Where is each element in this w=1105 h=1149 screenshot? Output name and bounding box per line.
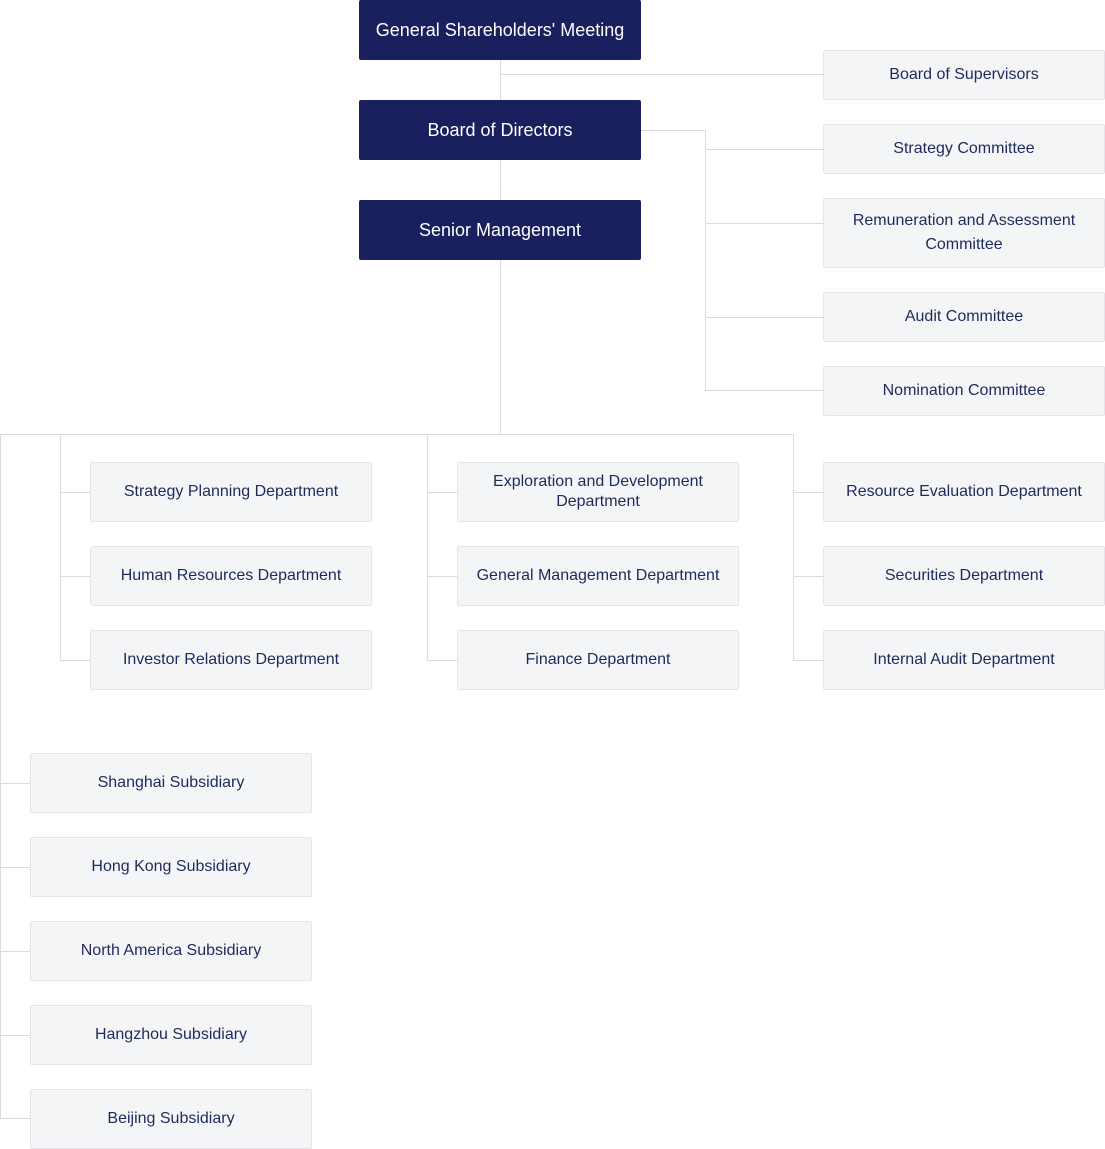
subsidiary-node-hong-kong: Hong Kong Subsidiary	[30, 837, 312, 897]
subsidiary-label: North America Subsidiary	[80, 942, 262, 959]
department-label: Investor Relations Department	[122, 651, 340, 668]
department-node-securities: Securities Department	[823, 546, 1105, 606]
department-node-investor-relations: Investor Relations Department	[90, 630, 372, 690]
department-node-internal-audit: Internal Audit Department	[823, 630, 1105, 690]
department-node-human-resources: Human Resources Department	[90, 546, 372, 606]
department-node-general-management: General Management Department	[457, 546, 739, 606]
senior-management-node: Senior Management	[359, 200, 641, 260]
subsidiary-node-shanghai: Shanghai Subsidiary	[30, 753, 312, 813]
department-label: Securities Department	[884, 567, 1044, 584]
department-node-finance: Finance Department	[457, 630, 739, 690]
shareholders-meeting-node: General Shareholders' Meeting	[359, 0, 641, 60]
department-label: General Management Department	[476, 567, 720, 584]
subsidiary-node-north-america: North America Subsidiary	[30, 921, 312, 981]
subsidiary-label: Hangzhou Subsidiary	[94, 1026, 248, 1043]
supervisors-node: Board of Supervisors	[823, 50, 1105, 100]
committee-node-remuneration: Remuneration and Assessment Committee	[823, 198, 1105, 268]
subsidiary-label: Shanghai Subsidiary	[97, 774, 245, 791]
committee-label: Nomination Committee	[882, 382, 1046, 399]
department-label: Internal Audit Department	[873, 651, 1055, 668]
department-label: Strategy Planning Department	[123, 483, 339, 500]
committee-node-strategy: Strategy Committee	[823, 124, 1105, 174]
senior-management-label: Senior Management	[418, 219, 582, 240]
department-node-strategy-planning: Strategy Planning Department	[90, 462, 372, 522]
subsidiary-label: Beijing Subsidiary	[107, 1110, 235, 1127]
department-node-resource-evaluation: Resource Evaluation Department	[823, 462, 1105, 522]
department-label: Finance Department	[525, 651, 671, 668]
subsidiary-label: Hong Kong Subsidiary	[91, 858, 251, 875]
committee-label: Audit Committee	[904, 308, 1024, 325]
subsidiary-node-beijing: Beijing Subsidiary	[30, 1089, 312, 1149]
department-label: Resource Evaluation Department	[846, 483, 1082, 500]
committee-label: Strategy Committee	[893, 140, 1035, 157]
board-of-directors-label: Board of Directors	[427, 119, 573, 140]
committee-label: Remuneration and Assessment Committee	[852, 212, 1076, 253]
department-label: Exploration and Development Department	[493, 473, 703, 510]
board-of-directors-node: Board of Directors	[359, 100, 641, 160]
committee-node-nomination: Nomination Committee	[823, 366, 1105, 416]
subsidiary-node-hangzhou: Hangzhou Subsidiary	[30, 1005, 312, 1065]
committee-node-audit: Audit Committee	[823, 292, 1105, 342]
supervisors-label: Board of Supervisors	[889, 66, 1039, 83]
shareholders-meeting-label: General Shareholders' Meeting	[375, 19, 625, 40]
department-node-exploration-development: Exploration and Development Department	[457, 462, 739, 522]
department-label: Human Resources Department	[120, 567, 342, 584]
